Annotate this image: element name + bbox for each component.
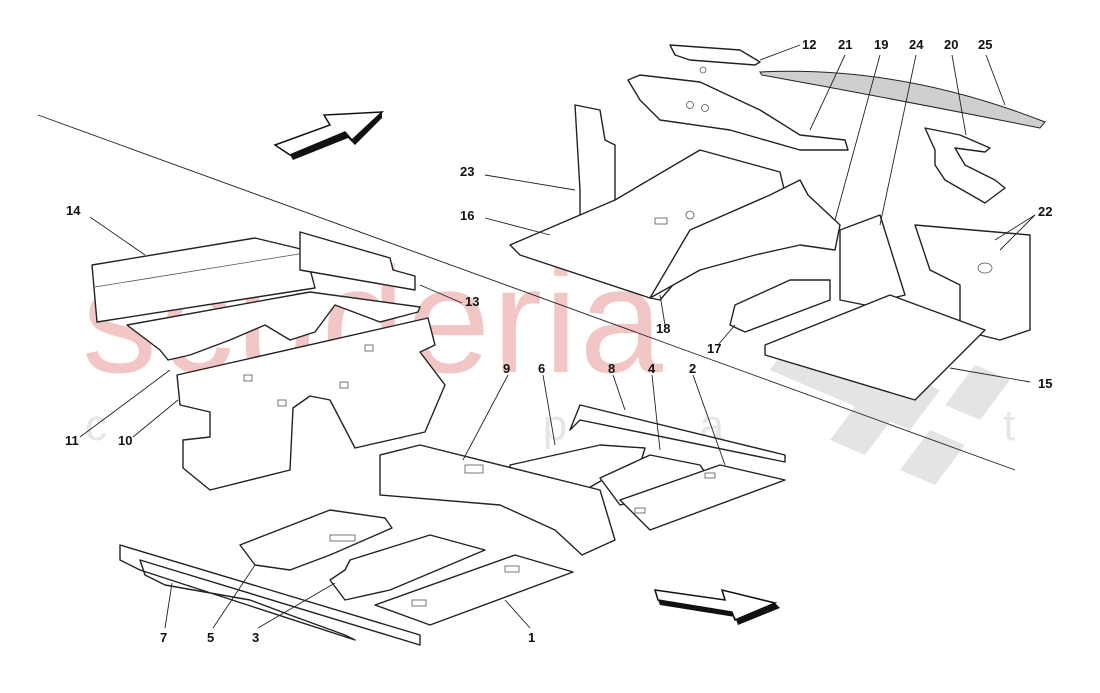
callout-15: 15 xyxy=(1038,376,1052,391)
callout-18: 18 xyxy=(656,321,670,336)
part-24-side-panel xyxy=(839,214,906,306)
callout-6: 6 xyxy=(538,361,545,376)
part-19-panel xyxy=(649,179,841,299)
callout-3: 3 xyxy=(252,630,259,645)
callout-9: 9 xyxy=(503,361,510,376)
callout-24: 24 xyxy=(909,37,924,52)
direction-arrow-up-right-icon xyxy=(273,111,385,160)
callout-19: 19 xyxy=(874,37,888,52)
part-23-side-panel xyxy=(574,104,616,223)
callout-2: 2 xyxy=(689,361,696,376)
callout-23: 23 xyxy=(460,164,474,179)
part-7-sill-strip xyxy=(119,544,421,646)
part-8-strip xyxy=(569,404,786,463)
callout-21: 21 xyxy=(838,37,852,52)
callout-7: 7 xyxy=(160,630,167,645)
part-2-mat xyxy=(619,464,786,531)
callout-14: 14 xyxy=(66,203,81,218)
callout-10: 10 xyxy=(118,433,132,448)
callout-4: 4 xyxy=(648,361,656,376)
callout-16: 16 xyxy=(460,208,474,223)
callout-1: 1 xyxy=(528,630,535,645)
callout-5: 5 xyxy=(207,630,214,645)
callout-labels: 1 2 3 4 5 6 7 8 9 10 11 12 13 14 15 16 1… xyxy=(65,37,1052,645)
part-5-mat xyxy=(239,509,393,571)
direction-arrow-down-right-icon xyxy=(653,588,780,625)
callout-17: 17 xyxy=(707,341,721,356)
callout-12: 12 xyxy=(802,37,816,52)
leader-lines xyxy=(79,44,1036,629)
part-11-mat xyxy=(126,291,421,361)
callout-11: 11 xyxy=(65,433,79,448)
callout-25: 25 xyxy=(978,37,992,52)
callout-20: 20 xyxy=(944,37,958,52)
part-15-floor-mat xyxy=(764,294,986,401)
part-12-bracket xyxy=(669,44,761,74)
part-20-bracket xyxy=(924,127,1006,204)
part-13-strip xyxy=(299,231,416,291)
part-10-bulkhead-panel xyxy=(176,317,446,491)
callout-13: 13 xyxy=(465,294,479,309)
part-9-tunnel-cover xyxy=(379,444,616,556)
callout-8: 8 xyxy=(608,361,615,376)
reference-line xyxy=(37,114,1016,471)
part-3-mat xyxy=(329,534,486,601)
part-17-strip xyxy=(729,279,831,333)
callout-22: 22 xyxy=(1038,204,1052,219)
part-21-panel xyxy=(627,74,849,151)
part-1-mat xyxy=(374,554,574,626)
